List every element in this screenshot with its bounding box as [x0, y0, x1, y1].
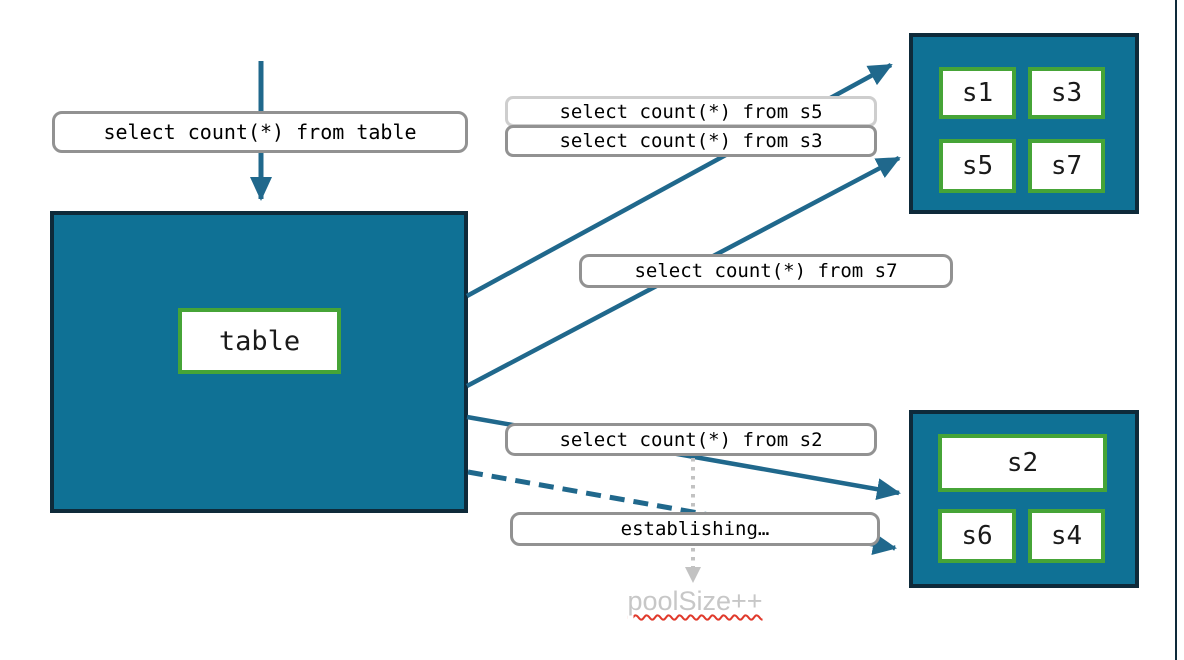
query-label-table-text: select count(*) from table [103, 120, 417, 144]
table-node: table [50, 211, 468, 513]
shard-s7: s7 [1028, 139, 1105, 193]
query-label-s3-text: select count(*) from s3 [559, 130, 823, 152]
query-label-s2: select count(*) from s2 [505, 423, 877, 456]
slide-right-edge [1175, 0, 1177, 660]
shard-s3-label: s3 [1050, 78, 1083, 108]
poolsize-annotation: poolSize++ [627, 586, 763, 616]
shard-s6: s6 [938, 509, 1016, 563]
shard-s1: s1 [939, 67, 1016, 119]
query-label-s2-text: select count(*) from s2 [559, 428, 823, 451]
table-label-box: table [178, 308, 341, 374]
shard-s7-label: s7 [1050, 151, 1083, 181]
shard-s4: s4 [1028, 509, 1105, 563]
status-label-establishing: establishing… [510, 512, 880, 546]
shard-group-even: s2 s6 s4 [909, 410, 1139, 588]
query-label-s7-text: select count(*) from s7 [634, 260, 898, 282]
status-label-establishing-text: establishing… [620, 518, 770, 540]
query-label-s5-text: select count(*) from s5 [559, 100, 823, 123]
table-label: table [218, 325, 301, 357]
shard-s5: s5 [939, 139, 1016, 193]
shard-s6-label: s6 [961, 521, 993, 551]
shard-s2: s2 [938, 434, 1107, 492]
shard-s3: s3 [1028, 67, 1105, 119]
query-label-s5: select count(*) from s5 [505, 96, 877, 127]
shard-s5-label: s5 [961, 151, 994, 181]
query-label-s7: select count(*) from s7 [579, 254, 953, 288]
shard-s2-label: s2 [1006, 448, 1039, 478]
shard-s4-label: s4 [1050, 521, 1083, 551]
shard-group-odd: s1 s3 s5 s7 [909, 33, 1139, 214]
query-label-table: select count(*) from table [52, 111, 468, 153]
query-label-s3: select count(*) from s3 [505, 125, 877, 157]
shard-s1-label: s1 [961, 78, 994, 108]
